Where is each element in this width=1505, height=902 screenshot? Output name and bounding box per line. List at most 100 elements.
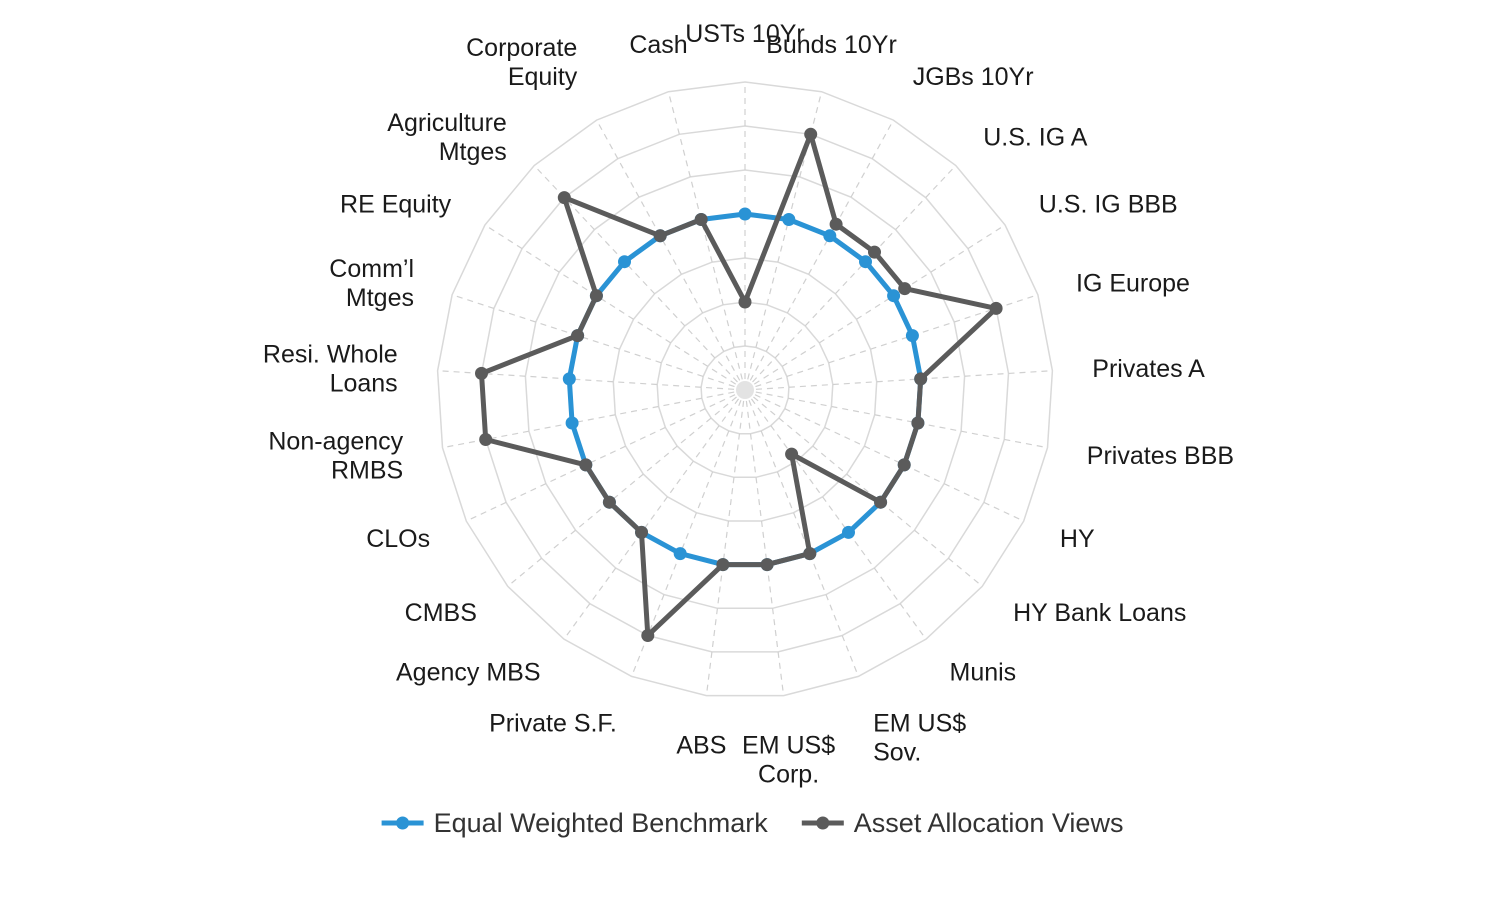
grid-ring [700, 345, 790, 435]
data-point-asset-allocation-views [829, 217, 843, 231]
category-label: IG Europe [1076, 270, 1190, 298]
category-label: EM US$Corp. [742, 731, 835, 788]
grid-ring [612, 257, 878, 522]
data-point-asset-allocation-views [602, 495, 616, 509]
legend-marker-equal-weighted-benchmark [396, 816, 410, 830]
category-label: U.S. IG A [983, 123, 1088, 151]
grid-spoke [466, 389, 746, 522]
grid-ring [656, 301, 834, 479]
grid-spoke [437, 370, 746, 391]
legend: Equal Weighted Benchmark Asset Allocation… [381, 808, 1124, 838]
data-point-asset-allocation-views [635, 525, 648, 539]
grid-spoke [744, 294, 1039, 391]
data-point-asset-allocation-views [738, 295, 752, 309]
center-dot [736, 381, 754, 399]
category-label: Privates BBB [1087, 442, 1234, 470]
data-point-equal-weighted-benchmark [859, 255, 872, 269]
category-label: Privates A [1092, 355, 1205, 383]
grid-spoke [744, 389, 1024, 522]
data-point-equal-weighted-benchmark [562, 372, 576, 386]
data-point-asset-allocation-views [760, 558, 774, 572]
data-point-asset-allocation-views [898, 282, 912, 296]
category-label: CMBS [405, 599, 477, 627]
data-point-asset-allocation-views [897, 458, 911, 472]
data-point-asset-allocation-views [804, 127, 818, 141]
category-label: ABS [676, 731, 726, 759]
category-label: U.S. IG BBB [1039, 191, 1178, 219]
grid-spoke [631, 389, 746, 677]
data-point-asset-allocation-views [653, 229, 667, 243]
data-point-equal-weighted-benchmark [842, 525, 855, 539]
data-point-equal-weighted-benchmark [673, 547, 687, 561]
data-point-asset-allocation-views [571, 329, 585, 343]
grid-spoke [596, 119, 746, 391]
grid-spoke [507, 389, 746, 587]
category-label: JGBs 10Yr [913, 63, 1034, 91]
data-point-asset-allocation-views [694, 213, 708, 226]
legend-label-equal-weighted-benchmark: Equal Weighted Benchmark [434, 808, 769, 838]
grid-spoke [744, 389, 1048, 449]
category-label: RE Equity [340, 191, 452, 219]
grid-ring [480, 125, 1010, 653]
data-point-asset-allocation-views [874, 495, 888, 509]
radar-series [475, 127, 1003, 642]
grid-ring [436, 81, 1054, 697]
category-label: Bunds 10Yr [766, 31, 897, 59]
data-point-asset-allocation-views [475, 366, 488, 380]
grid-spoke [442, 389, 746, 449]
grid-spoke [744, 224, 1006, 391]
grid-spoke [744, 389, 983, 587]
series-line-asset-allocation-views [479, 131, 999, 638]
category-label: HY [1060, 525, 1095, 553]
category-label: HY Bank Loans [1013, 599, 1186, 627]
grid-spoke [744, 370, 1053, 391]
data-point-asset-allocation-views [911, 416, 925, 430]
data-point-asset-allocation-views [479, 433, 493, 446]
grid-spoke [744, 119, 894, 391]
grid-spoke [451, 294, 746, 391]
data-point-asset-allocation-views [589, 289, 603, 303]
data-point-asset-allocation-views [579, 458, 593, 472]
data-point-asset-allocation-views [868, 245, 881, 259]
legend-marker-asset-allocation-views [816, 816, 830, 830]
data-point-asset-allocation-views [989, 301, 1003, 315]
category-label: EM US$Sov. [873, 710, 966, 767]
data-point-asset-allocation-views [785, 447, 799, 461]
grid-spoke [744, 389, 859, 677]
data-point-equal-weighted-benchmark [565, 416, 579, 430]
data-point-equal-weighted-benchmark [738, 207, 752, 221]
grid-spoke [667, 91, 746, 391]
category-label: Cash [629, 31, 687, 59]
data-point-equal-weighted-benchmark [823, 229, 837, 243]
grid-ring [524, 169, 966, 610]
grid-spoke [533, 165, 746, 391]
category-label: Agency MBS [396, 659, 541, 687]
data-point-equal-weighted-benchmark [618, 255, 631, 269]
category-label: USTs 10Yr [685, 20, 804, 48]
category-label: CLOs [366, 525, 430, 553]
data-point-asset-allocation-views [914, 372, 928, 386]
data-point-asset-allocation-views [716, 558, 730, 572]
data-point-equal-weighted-benchmark [782, 213, 796, 226]
grid-spoke [744, 165, 957, 391]
grid-spoke [744, 389, 785, 696]
category-label: Munis [950, 659, 1017, 687]
radar-grid [436, 81, 1054, 697]
data-point-asset-allocation-views [557, 191, 571, 205]
data-point-equal-weighted-benchmark [887, 289, 901, 303]
grid-spoke [705, 389, 746, 696]
data-point-asset-allocation-views [641, 629, 655, 642]
legend-label-asset-allocation-views: Asset Allocation Views [854, 808, 1124, 838]
grid-spoke [563, 389, 746, 640]
grid-spoke [484, 224, 746, 391]
data-point-asset-allocation-views [803, 547, 817, 561]
data-point-equal-weighted-benchmark [905, 329, 919, 343]
category-label: Private S.F. [489, 710, 617, 738]
